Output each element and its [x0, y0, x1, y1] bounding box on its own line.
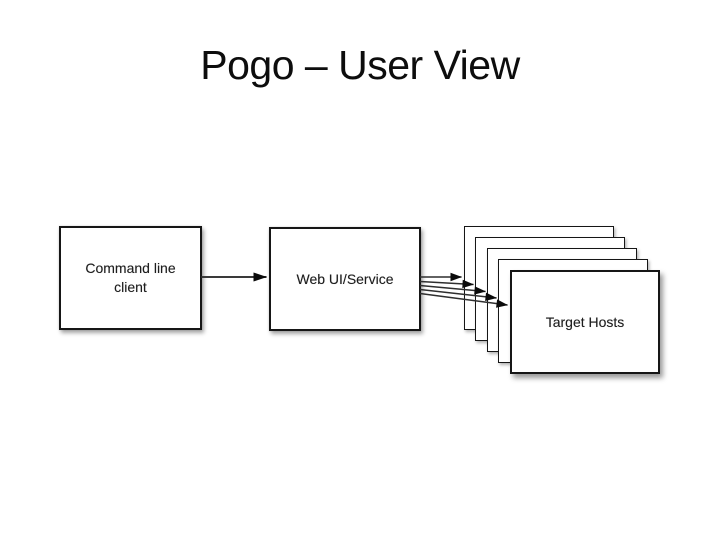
node-command-line-client-label: Command line client — [85, 260, 176, 295]
node-target-hosts-label: Target Hosts — [545, 313, 625, 330]
node-web-ui-service: Web UI/Service — [269, 227, 421, 331]
node-command-line-client: Command line client — [59, 226, 202, 330]
node-target-hosts: Target Hosts — [510, 270, 660, 374]
node-web-ui-service-label: Web UI/Service — [296, 270, 394, 287]
slide-title: Pogo – User View — [200, 42, 520, 88]
